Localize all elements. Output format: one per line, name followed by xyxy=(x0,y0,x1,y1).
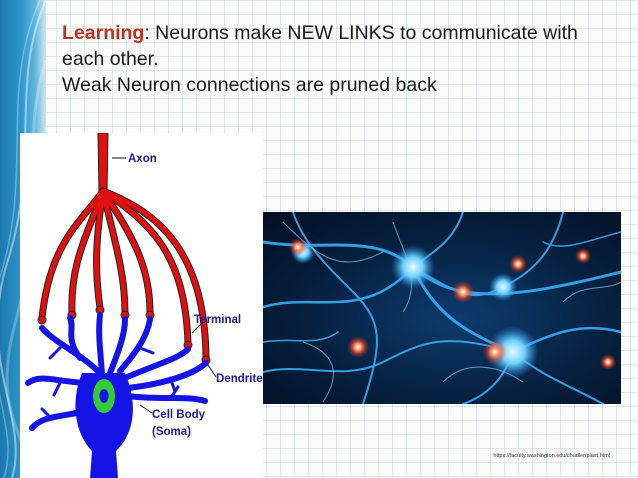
synapse-flash xyxy=(600,354,616,370)
image-credit: https://faculty.washington.edu/chudler/p… xyxy=(493,453,610,459)
neuron-network-illustration xyxy=(263,212,621,404)
neuron-soma-glow xyxy=(391,245,435,289)
axon-trunk xyxy=(97,133,109,194)
title-line-1: Learning: Neurons make NEW LINKS to comm… xyxy=(62,20,622,46)
label-leader-lines xyxy=(112,157,217,414)
dendrite-label: Dendrite xyxy=(216,373,263,385)
title-keyword: Learning xyxy=(62,22,145,44)
cell-body xyxy=(75,373,133,478)
neuron-fibers xyxy=(263,212,621,404)
nucleolus xyxy=(99,389,109,403)
cell-body-label: Cell Body xyxy=(152,409,206,421)
title-line-3: Weak Neuron connections are pruned back xyxy=(62,74,437,96)
neuron-diagram-svg: Axon Terminal Dendrite Cell Body (Soma) xyxy=(25,133,263,478)
synapse-flash xyxy=(509,255,527,273)
synapse-flash xyxy=(575,248,591,264)
terminal-label: Terminal xyxy=(194,314,241,326)
axon-branches xyxy=(39,188,209,361)
neuron-network-photo xyxy=(263,212,621,404)
synapse-flash xyxy=(347,336,369,358)
synapse-flash xyxy=(289,238,307,256)
neuron-diagram: Axon Terminal Dendrite Cell Body (Soma) xyxy=(20,133,263,478)
synapse-flash xyxy=(452,281,474,303)
neuron-soma-glow xyxy=(487,326,539,378)
fine-fibers xyxy=(282,221,621,403)
neuron-soma-glow xyxy=(489,273,517,301)
title-line-1-text: : Neurons make NEW LINKS to communicate … xyxy=(144,22,578,44)
axon-label: Axon xyxy=(128,153,157,165)
title-line-2: each other. xyxy=(62,48,159,70)
slide-title: Learning: Neurons make NEW LINKS to comm… xyxy=(62,20,622,98)
synapse-flash xyxy=(483,340,507,364)
dendrite-twigs xyxy=(40,346,180,419)
soma-label: (Soma) xyxy=(152,426,191,438)
